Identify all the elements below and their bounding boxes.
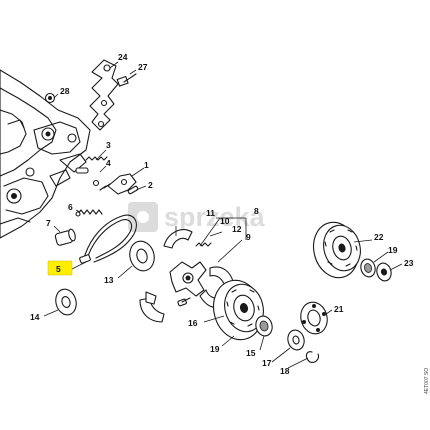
part-28-screw (44, 92, 56, 104)
callout-5-highlight (47, 260, 73, 276)
part-6-spring (75, 209, 103, 217)
callout-6: 6 (68, 202, 73, 212)
callout-16: 16 (188, 318, 198, 328)
callout-10: 10 (220, 216, 230, 226)
part-19-clutch-drum (213, 279, 264, 341)
part-27-screw (116, 73, 137, 87)
part-3-spring (85, 156, 108, 161)
part-13-disc (129, 240, 155, 272)
part-4-pin (75, 167, 100, 187)
callout-19-right: 19 (388, 245, 398, 255)
part-9-clutch-hub (169, 261, 207, 297)
callout-14: 14 (30, 312, 40, 322)
part-23-washer (376, 262, 392, 282)
callout-23: 23 (404, 258, 414, 268)
callout-18: 18 (280, 366, 290, 376)
callout-15: 15 (246, 348, 256, 358)
callout-28: 28 (60, 86, 70, 96)
callout-3: 3 (106, 140, 111, 150)
callout-labels: 24 27 28 3 4 1 2 6 7 5 13 14 11 8 10 12 … (30, 52, 414, 376)
crankcase-housing (0, 69, 91, 239)
callout-19-center: 19 (210, 344, 220, 354)
part-14-washer (55, 288, 77, 316)
part-15-needle-cage (255, 315, 273, 337)
part-19-needle-cage (360, 258, 376, 278)
part-24-bracket (89, 59, 119, 131)
callout-21: 21 (334, 304, 344, 314)
part-7-sleeve (54, 228, 76, 246)
document-id: 4ET007 SO (424, 368, 430, 394)
watermark: sprzeka (128, 202, 266, 232)
part-1-pin (127, 185, 139, 195)
callout-11: 11 (206, 208, 215, 218)
callout-9: 9 (246, 232, 251, 242)
callout-22: 22 (374, 232, 384, 242)
part-11-clutch-shoe (163, 229, 193, 249)
callout-4: 4 (106, 158, 111, 168)
part-2-brake-lever (99, 173, 137, 195)
callout-17: 17 (262, 358, 272, 368)
part-12-spring (195, 242, 212, 247)
part-screw-small (177, 297, 191, 307)
callout-7: 7 (46, 218, 51, 228)
callout-13: 13 (104, 275, 114, 285)
callout-5: 5 (56, 264, 61, 274)
callout-1: 1 (144, 160, 149, 170)
part-22-clutch-drum (312, 221, 361, 279)
callout-24: 24 (118, 52, 128, 62)
callout-2: 2 (148, 180, 153, 190)
callout-8: 8 (254, 206, 259, 216)
watermark-text: sprzeka (164, 202, 266, 232)
part-21-rim-sprocket (300, 301, 328, 335)
callout-12: 12 (232, 224, 242, 234)
part-18-e-clip (305, 351, 320, 363)
leader-lines (43, 61, 403, 369)
part-17-washer (287, 329, 305, 351)
callout-27: 27 (138, 62, 148, 72)
part-5-brake-band (79, 214, 137, 264)
